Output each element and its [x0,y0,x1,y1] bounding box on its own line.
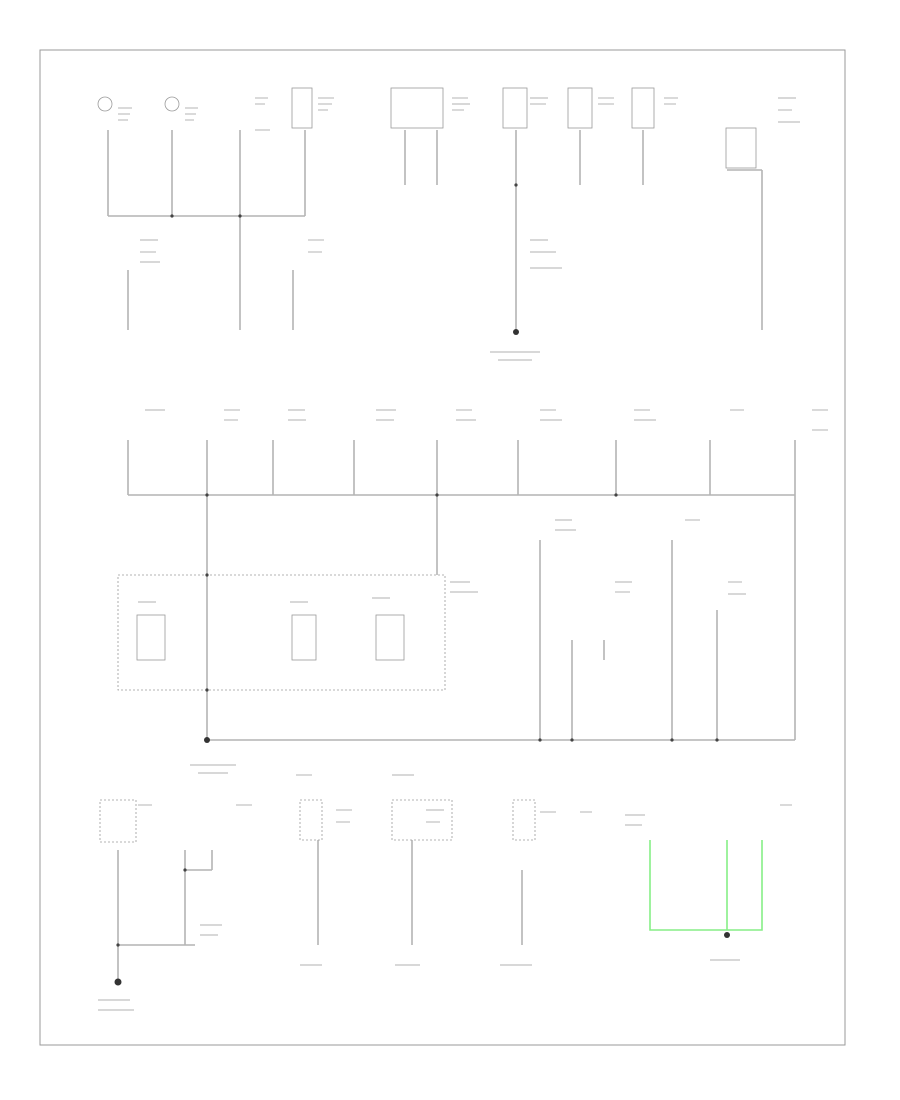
splice-points [116,183,719,947]
label-marks [98,97,828,1011]
highlighted-wire [649,840,763,931]
ground-points [114,329,730,986]
ground-icon [204,737,210,743]
ground-icon [513,329,519,335]
ground-icon [724,932,730,938]
diagram-border [39,49,846,1046]
component-outlines [99,574,536,843]
component-boxes [97,87,757,661]
wire-group [107,130,796,980]
ground-icon [114,978,122,986]
